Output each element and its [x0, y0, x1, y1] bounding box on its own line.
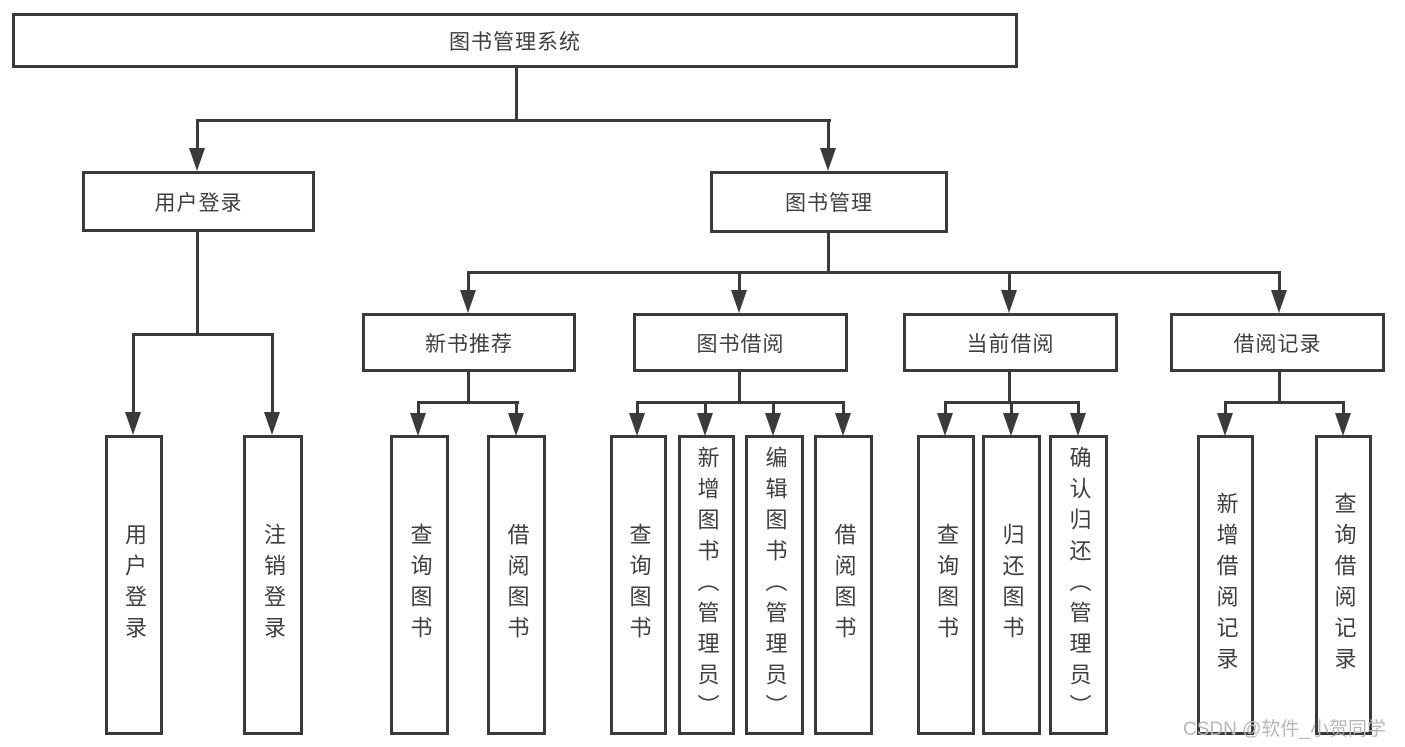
arrow-down-icon	[731, 290, 747, 313]
connector-line	[196, 232, 199, 336]
arrow-down-icon	[937, 413, 953, 436]
leaf-user-login: 用户登录	[105, 435, 163, 735]
connector-line	[827, 119, 830, 151]
leaf-label: 用户登录	[122, 523, 147, 647]
connector-line	[132, 333, 274, 336]
arrow-down-icon	[629, 413, 645, 436]
connector-line	[1008, 271, 1011, 293]
leaf-add-borrow-record: 新增借阅记录	[1197, 435, 1254, 735]
arrow-down-icon	[264, 412, 280, 435]
leaf-label: 新增借阅记录	[1213, 492, 1239, 678]
connector-line	[515, 401, 518, 415]
connector-line	[1077, 401, 1080, 415]
leaf-label: 编辑图书（管理员）	[762, 445, 788, 725]
arrow-down-icon	[1217, 413, 1233, 436]
leaf-label: 查询图书	[407, 523, 433, 647]
connector-line	[132, 333, 135, 414]
node-label: 当前借阅	[966, 332, 1055, 356]
connector-line	[772, 401, 775, 415]
connector-line	[196, 119, 199, 151]
arrow-down-icon	[835, 413, 851, 436]
arrow-down-icon	[1070, 413, 1086, 436]
node-user-login: 用户登录	[82, 171, 315, 232]
connector-line	[515, 68, 518, 122]
arrow-down-icon	[697, 413, 713, 436]
connector-line	[271, 333, 274, 414]
node-label: 图书管理系统	[449, 30, 581, 54]
arrow-down-icon	[765, 413, 781, 436]
node-library-management-system: 图书管理系统	[12, 13, 1018, 68]
leaf-label: 查询借阅记录	[1331, 492, 1357, 678]
connector-line	[196, 119, 831, 122]
connector-line	[1008, 372, 1011, 404]
leaf-label: 归还图书	[999, 523, 1025, 647]
node-current-borrow: 当前借阅	[903, 313, 1118, 372]
node-label: 借阅记录	[1233, 332, 1322, 356]
arrow-down-icon	[1003, 413, 1019, 436]
arrow-down-icon	[125, 412, 141, 435]
connector-line	[704, 401, 707, 415]
leaf-confirm-return-admin: 确认归还（管理员）	[1049, 435, 1108, 735]
node-book-borrow: 图书借阅	[633, 313, 848, 372]
watermark: CSDN @软件_小贺同学	[1183, 719, 1386, 740]
node-book-management: 图书管理	[710, 171, 948, 233]
arrow-down-icon	[1001, 290, 1017, 313]
connector-line	[1278, 372, 1281, 404]
leaf-add-book-admin: 新增图书（管理员）	[678, 435, 735, 735]
leaf-borrow-books: 借阅图书	[814, 435, 873, 735]
leaf-borrow-books-recommend: 借阅图书	[487, 435, 546, 735]
connector-line	[738, 372, 741, 404]
connector-line	[467, 271, 470, 293]
node-label: 图书借阅	[696, 332, 785, 356]
connector-line	[1342, 401, 1345, 415]
connector-line	[636, 401, 845, 404]
leaf-label: 注销登录	[261, 523, 286, 647]
leaf-edit-book-admin: 编辑图书（管理员）	[745, 435, 804, 735]
leaf-label: 确认归还（管理员）	[1066, 445, 1092, 725]
node-borrow-records: 借阅记录	[1170, 313, 1385, 372]
node-label: 图书管理	[785, 192, 873, 215]
arrow-down-icon	[1335, 413, 1351, 436]
leaf-label: 新增图书（管理员）	[694, 445, 720, 725]
connector-line	[842, 401, 845, 415]
node-label: 用户登录	[154, 191, 243, 215]
leaf-return-book: 归还图书	[982, 435, 1041, 735]
leaf-query-books-recommend: 查询图书	[390, 435, 449, 735]
connector-line	[1010, 401, 1013, 415]
connector-line	[944, 401, 947, 415]
arrow-down-icon	[508, 413, 524, 436]
connector-line	[636, 401, 639, 415]
connector-line	[738, 271, 741, 293]
connector-line	[417, 401, 519, 404]
arrow-down-icon	[410, 413, 426, 436]
connector-line	[1224, 401, 1227, 415]
leaf-logout: 注销登录	[243, 435, 303, 735]
leaf-query-books-borrow: 查询图书	[610, 435, 667, 735]
connector-line	[1224, 401, 1345, 404]
arrow-down-icon	[189, 148, 205, 171]
leaf-label: 查询图书	[934, 523, 959, 647]
leaf-label: 查询图书	[626, 523, 652, 647]
leaf-label: 借阅图书	[831, 523, 857, 647]
arrow-down-icon	[460, 290, 476, 313]
connector-line	[467, 271, 1281, 274]
node-new-book-recommend: 新书推荐	[362, 313, 576, 372]
connector-line	[827, 233, 830, 274]
arrow-down-icon	[1271, 290, 1287, 313]
arrow-down-icon	[820, 148, 836, 171]
leaf-query-books-current: 查询图书	[917, 435, 975, 735]
node-label: 新书推荐	[425, 332, 513, 356]
connector-line	[1278, 271, 1281, 293]
leaf-query-borrow-record: 查询借阅记录	[1315, 435, 1372, 735]
connector-line	[417, 401, 420, 415]
connector-line	[467, 372, 470, 404]
leaf-label: 借阅图书	[504, 523, 530, 647]
